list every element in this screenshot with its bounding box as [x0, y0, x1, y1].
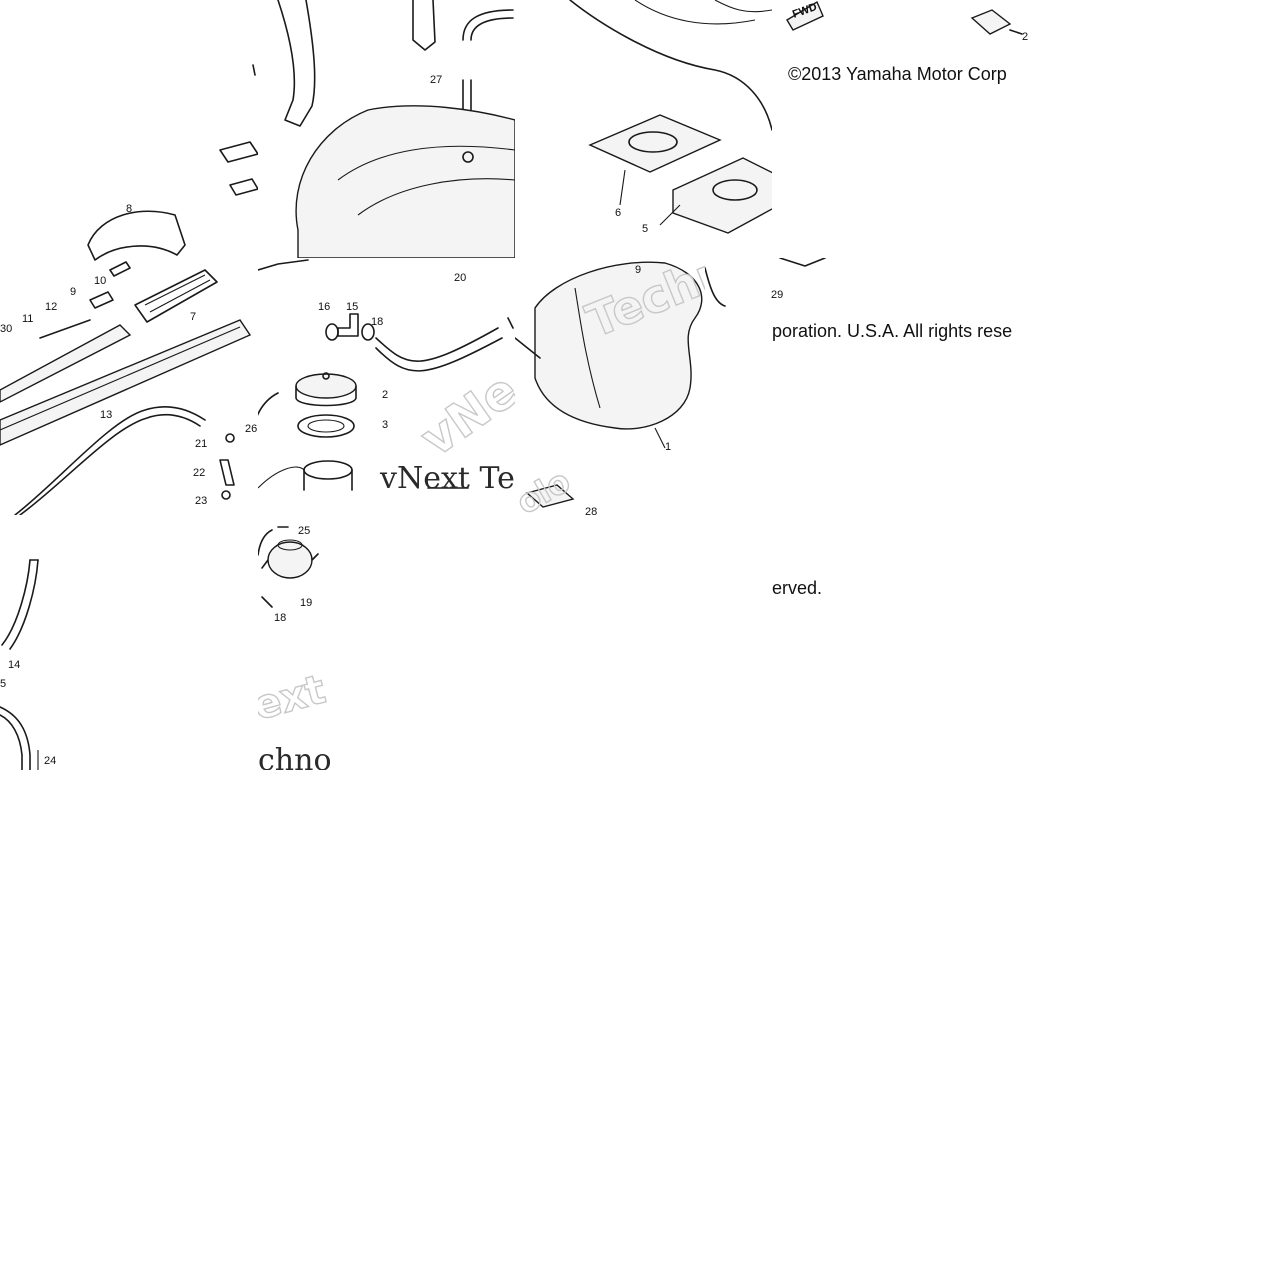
strap-left: [277, 0, 316, 127]
hose-run: [14, 406, 206, 515]
right-fragment-drawing: 29: [705, 258, 826, 307]
grommet-10: [109, 261, 131, 277]
tank-cap-2: [295, 372, 357, 407]
clamp-21: [225, 433, 235, 443]
callout-16: 16: [318, 301, 330, 313]
copyright-fragment-middle: poration. U.S.A. All rights rese: [772, 321, 1013, 341]
callout-5: 5: [642, 223, 648, 235]
callout-10: 10: [94, 275, 106, 287]
watermark-chno: chno: [258, 743, 330, 770]
callout-13: 13: [100, 409, 112, 421]
washer-9: [89, 291, 114, 309]
hose-24: [0, 706, 31, 770]
diagram-tile-center-middle: vNe vNext Te 16 15 18 2 3 20: [258, 258, 515, 515]
callout-1: 1: [665, 441, 671, 453]
hose-14: [1, 559, 31, 646]
callout-6: 6: [615, 207, 621, 219]
callout-26: 26: [245, 423, 257, 435]
strap-right: [412, 0, 436, 51]
watermark-ext: ext: [258, 667, 330, 730]
callout-28: 28: [585, 506, 597, 515]
tube-27: [462, 79, 472, 111]
callout-8: 8: [126, 203, 132, 215]
pad-6: [588, 114, 722, 173]
bolt-11: [39, 319, 91, 339]
callout-21: 21: [195, 438, 207, 450]
fuel-tank-1: [534, 261, 703, 430]
diagram-tile-top-right: FWD 2 ©2013 Yamaha Motor Corp: [772, 0, 1030, 100]
diagram-tile-right-middle: Techno 1 9 28 olo: [515, 258, 705, 515]
grommet-part: [970, 9, 1023, 35]
callout-25: 25: [298, 525, 310, 537]
watermark-group-center: vNe vNext Te: [379, 362, 515, 496]
filler-neck: [258, 460, 353, 491]
tank-top-edge: [569, 0, 772, 131]
callout-2b: 2: [1022, 31, 1028, 43]
copyright-fragment-top: ©2013 Yamaha Motor Corp: [788, 64, 1007, 84]
gasket-3: [297, 414, 355, 438]
callout-12: 12: [45, 301, 57, 313]
center-upper-drawing: 27: [277, 0, 515, 258]
diagram-tile-center-upper: 27: [258, 0, 515, 258]
callout-3: 3: [382, 419, 388, 431]
fitting-22: [219, 459, 235, 486]
callout-18a: 18: [371, 316, 383, 328]
right-upper-drawing: 6 5: [569, 0, 772, 235]
callout-2: 2: [382, 389, 388, 401]
pad-5: [672, 157, 772, 234]
callout-5-partial: 5: [0, 678, 6, 690]
callout-11: 11: [22, 313, 33, 325]
diagram-tile-center-lower: 25 19 18 ext chno: [258, 515, 330, 770]
right-middle-drawing: Techno 1 9 28 olo: [515, 258, 705, 515]
callouts-left-upper: 8 10 9 12 11 30 7 13 21 22 23 26: [0, 203, 257, 507]
fuel-tank-body: [295, 105, 515, 258]
callout-30: 30: [0, 323, 12, 335]
center-lower-drawing: 25 19 18 ext chno: [258, 525, 330, 770]
callout-14: 14: [8, 659, 20, 671]
rail-30: [0, 319, 252, 446]
clip-part: [219, 141, 258, 163]
strap-7: [134, 269, 218, 323]
copyright-fragment-bottom: erved.: [772, 578, 823, 598]
center-middle-drawing: vNe vNext Te 16 15 18 2 3 20: [258, 259, 515, 496]
rail-upper: [0, 324, 132, 403]
watermark-vne: vNe: [411, 362, 515, 468]
clip-part: [229, 178, 258, 196]
top-right-drawing: FWD 2: [786, 1, 1028, 43]
watermark-vnext-te: vNext Te: [379, 461, 515, 496]
left-upper-drawing: 8 10 9 12 11 30 7 13 21 22 23 26: [0, 64, 258, 515]
diagram-tile-left-upper: 8 10 9 12 11 30 7 13 21 22 23 26: [0, 0, 258, 515]
left-lower-drawing: 14 5 24: [0, 559, 56, 770]
fuel-filter-19: [261, 539, 319, 579]
cap-28: [525, 484, 575, 508]
callout-18b: 18: [274, 612, 286, 624]
diagram-tile-left-lower: 14 5 24: [0, 515, 258, 770]
callout-7: 7: [190, 311, 196, 323]
callout-27: 27: [430, 74, 442, 86]
fitting-27: [462, 151, 474, 163]
callout-22: 22: [193, 467, 205, 479]
callout-15: 15: [346, 301, 358, 313]
callout-23: 23: [195, 495, 207, 507]
callout-20: 20: [454, 272, 466, 284]
callout-9: 9: [70, 286, 76, 298]
strap-8: [87, 210, 186, 261]
washer-23: [221, 490, 231, 500]
callout-19: 19: [300, 597, 312, 609]
hose-17: [375, 327, 499, 362]
elbow-fitting-15: [325, 313, 375, 341]
watermark-olo: olo: [515, 462, 577, 515]
callout-24: 24: [44, 755, 56, 767]
fwd-arrow: FWD: [786, 1, 824, 31]
diagram-tile-right-fragment: 29: [705, 258, 850, 318]
diagram-tile-right-upper: 6 5: [515, 0, 772, 258]
callout-29: 29: [771, 289, 783, 301]
callout-9b: 9: [635, 264, 641, 276]
